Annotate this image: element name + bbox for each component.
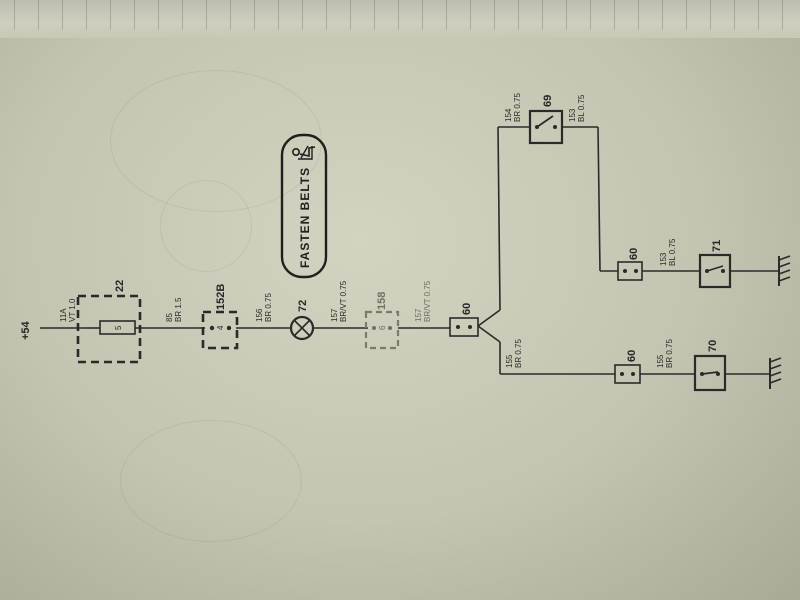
connector-152B-pin: 4	[216, 325, 225, 330]
book-page-edge	[0, 0, 800, 38]
ground-symbol	[778, 255, 791, 286]
component-71-switch	[698, 253, 732, 289]
wire-153-id: 153	[568, 108, 577, 122]
page-edge-print	[0, 0, 800, 30]
fasten-belts-panel	[280, 133, 328, 279]
component-60-connector	[617, 261, 643, 281]
component-72-number: 72	[297, 300, 309, 312]
switch-contact	[721, 269, 725, 273]
component-158-number: 158	[376, 292, 388, 310]
connector-pin	[631, 372, 635, 376]
switch-blade	[706, 265, 724, 272]
lamp-cross	[293, 319, 311, 337]
connector-pin	[372, 326, 376, 330]
wire-154-id: 154	[504, 108, 513, 122]
wire-156-id: 156	[255, 308, 264, 322]
wire-157-spec: BR/VT 0.75	[339, 280, 348, 322]
component-70-number: 70	[707, 340, 719, 352]
component-69-switch	[528, 109, 564, 145]
ground-symbol	[769, 357, 782, 389]
wire-155-spec: BR 0.75	[514, 339, 523, 368]
fuse-symbol	[99, 320, 136, 335]
seated-person-seatbelt-icon	[292, 145, 316, 160]
switch-blade	[536, 115, 554, 128]
connector-158-pin: 6	[378, 325, 387, 330]
switch-contact	[553, 125, 557, 129]
wire-155-id: 155	[505, 354, 514, 368]
component-22-box	[76, 294, 142, 364]
wire-156-spec: BR 0.75	[264, 293, 273, 322]
junction-wire	[477, 325, 501, 343]
wire-11A-spec: VT 1.0	[68, 298, 77, 322]
connector-pin	[209, 325, 215, 331]
component-152B-box	[201, 310, 239, 350]
component-70-switch	[693, 354, 727, 392]
connector-pin	[620, 372, 624, 376]
component-22-number: 22	[114, 280, 126, 292]
wire-154-vertical	[497, 126, 501, 311]
wire-154-spec: BR 0.75	[513, 93, 522, 122]
wire-11A-id: 11A	[59, 308, 68, 322]
component-60-number: 60	[461, 303, 473, 315]
component-152B-number: 152B	[215, 284, 227, 310]
component-60-number: 60	[626, 350, 638, 362]
wire-153-vertical	[597, 126, 601, 272]
connector-pin	[226, 325, 232, 331]
warning-lamp-symbol	[289, 315, 315, 341]
component-60-connector	[614, 364, 641, 384]
background-ghost-shape	[160, 180, 252, 272]
connector-pin	[388, 326, 392, 330]
wire-155-spec: BR 0.75	[665, 339, 674, 368]
fasten-belts-text: FASTEN BELTS	[298, 167, 312, 268]
connector-pin	[634, 269, 638, 273]
wire-85-spec: BR 1.5	[174, 297, 183, 322]
connector-pin	[456, 325, 460, 329]
connector-pin	[623, 269, 627, 273]
background-ghost-shape	[120, 420, 302, 542]
component-69-number: 69	[542, 95, 554, 107]
component-158-box	[364, 310, 400, 350]
wire-153-spec: BL 0.75	[668, 238, 677, 266]
wire-157-id: 157	[414, 308, 423, 322]
wire-153-id: 153	[659, 252, 668, 266]
fuse-number: 5	[114, 325, 123, 330]
supply-label: +54	[20, 320, 32, 340]
component-60-number: 60	[628, 248, 640, 260]
component-71-number: 71	[711, 240, 723, 252]
switch-blade	[701, 371, 719, 375]
connector-pin	[468, 325, 472, 329]
wire-155-id: 155	[656, 354, 665, 368]
wire-85-id: 85	[165, 313, 174, 322]
junction-wire	[477, 309, 501, 327]
component-60-connector	[449, 317, 479, 337]
wire-157-id: 157	[330, 308, 339, 322]
wire-153-spec: BL 0.75	[577, 94, 586, 122]
wire-157-spec: BR/VT 0.75	[423, 280, 432, 322]
